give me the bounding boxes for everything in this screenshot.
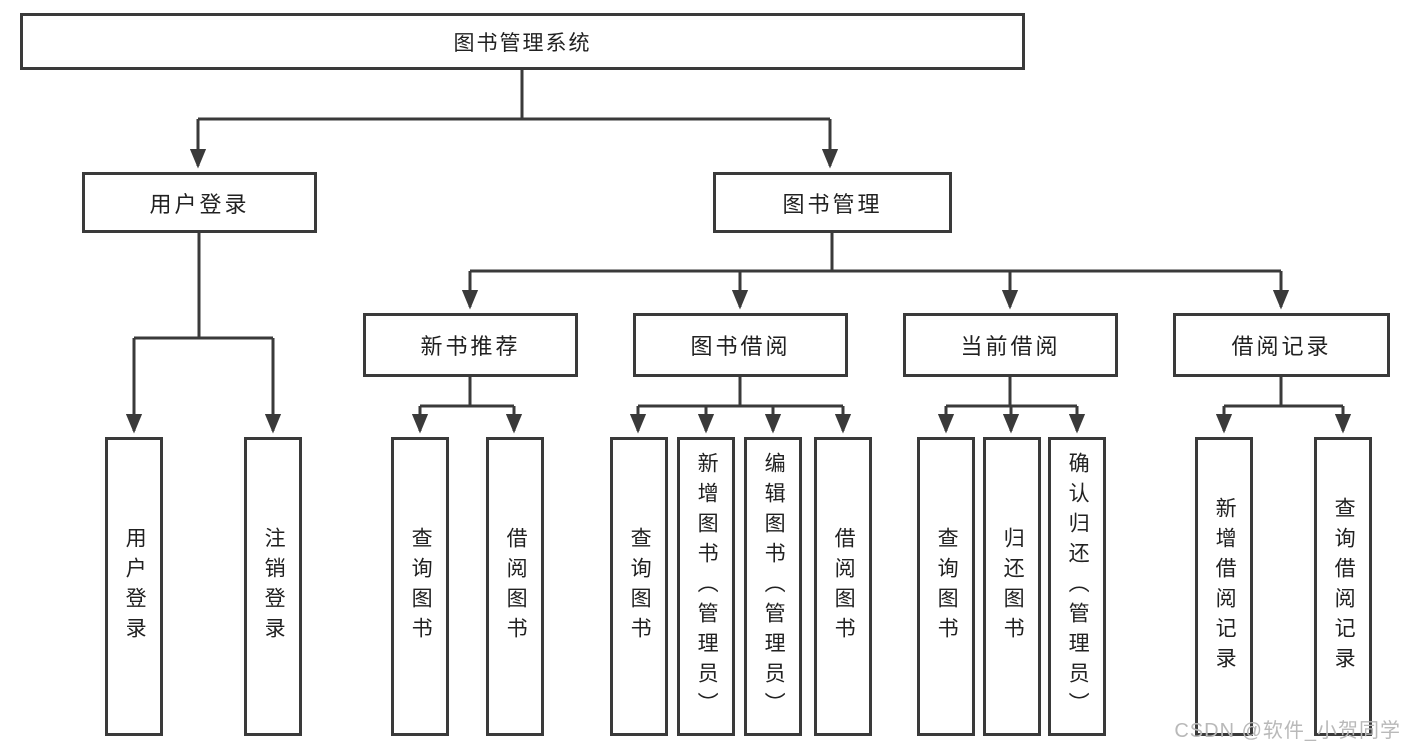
node-label: 用户登录 (149, 191, 250, 217)
leaf-label: 新增借阅记录 (1213, 496, 1237, 677)
leaf-label: 归还图书 (1001, 526, 1025, 647)
leaf-label: 借阅图书 (504, 526, 528, 647)
leaf-add-borrow-record: 新增借阅记录 (1195, 437, 1253, 736)
node-label: 新书推荐 (420, 334, 521, 359)
leaf-add-book-admin: 新增图书（管理员） (677, 437, 735, 736)
leaf-label: 查询图书 (409, 526, 433, 647)
leaf-label: 确认归还（管理员） (1066, 451, 1090, 722)
node-label: 图书管理 (782, 191, 883, 217)
leaf-label: 用户登录 (123, 526, 147, 647)
leaf-query-borrow-record: 查询借阅记录 (1314, 437, 1372, 736)
node-label: 借阅记录 (1231, 334, 1332, 359)
leaf-borrow-book-2: 借阅图书 (814, 437, 872, 736)
leaf-label: 注销登录 (262, 526, 286, 647)
leaf-query-book-2: 查询图书 (610, 437, 668, 736)
leaf-return-book: 归还图书 (983, 437, 1041, 736)
leaf-label: 新增图书（管理员） (695, 451, 719, 722)
node-new-book-recommend: 新书推荐 (363, 313, 578, 377)
node-borrowing-records: 借阅记录 (1173, 313, 1390, 377)
node-book-management: 图书管理 (713, 172, 952, 233)
leaf-label: 查询图书 (935, 526, 959, 647)
leaf-user-login: 用户登录 (105, 437, 163, 736)
node-current-borrowing: 当前借阅 (903, 313, 1118, 377)
leaf-label: 编辑图书（管理员） (762, 451, 786, 722)
node-label: 图书管理系统 (453, 31, 592, 55)
leaf-borrow-book-1: 借阅图书 (486, 437, 544, 736)
csdn-watermark: CSDN @软件_小贺同学 (1174, 720, 1401, 742)
node-user-login: 用户登录 (82, 172, 317, 233)
leaf-query-book-1: 查询图书 (391, 437, 449, 736)
leaf-label: 查询图书 (628, 526, 652, 647)
leaf-edit-book-admin: 编辑图书（管理员） (744, 437, 802, 736)
node-book-borrowing: 图书借阅 (633, 313, 848, 377)
node-library-management-system: 图书管理系统 (20, 13, 1025, 70)
node-label: 当前借阅 (960, 334, 1061, 359)
leaf-confirm-return-admin: 确认归还（管理员） (1048, 437, 1106, 736)
leaf-label: 借阅图书 (832, 526, 856, 647)
leaf-label: 查询借阅记录 (1332, 496, 1356, 677)
leaf-logout: 注销登录 (244, 437, 302, 736)
node-label: 图书借阅 (690, 334, 791, 359)
leaf-query-book-3: 查询图书 (917, 437, 975, 736)
